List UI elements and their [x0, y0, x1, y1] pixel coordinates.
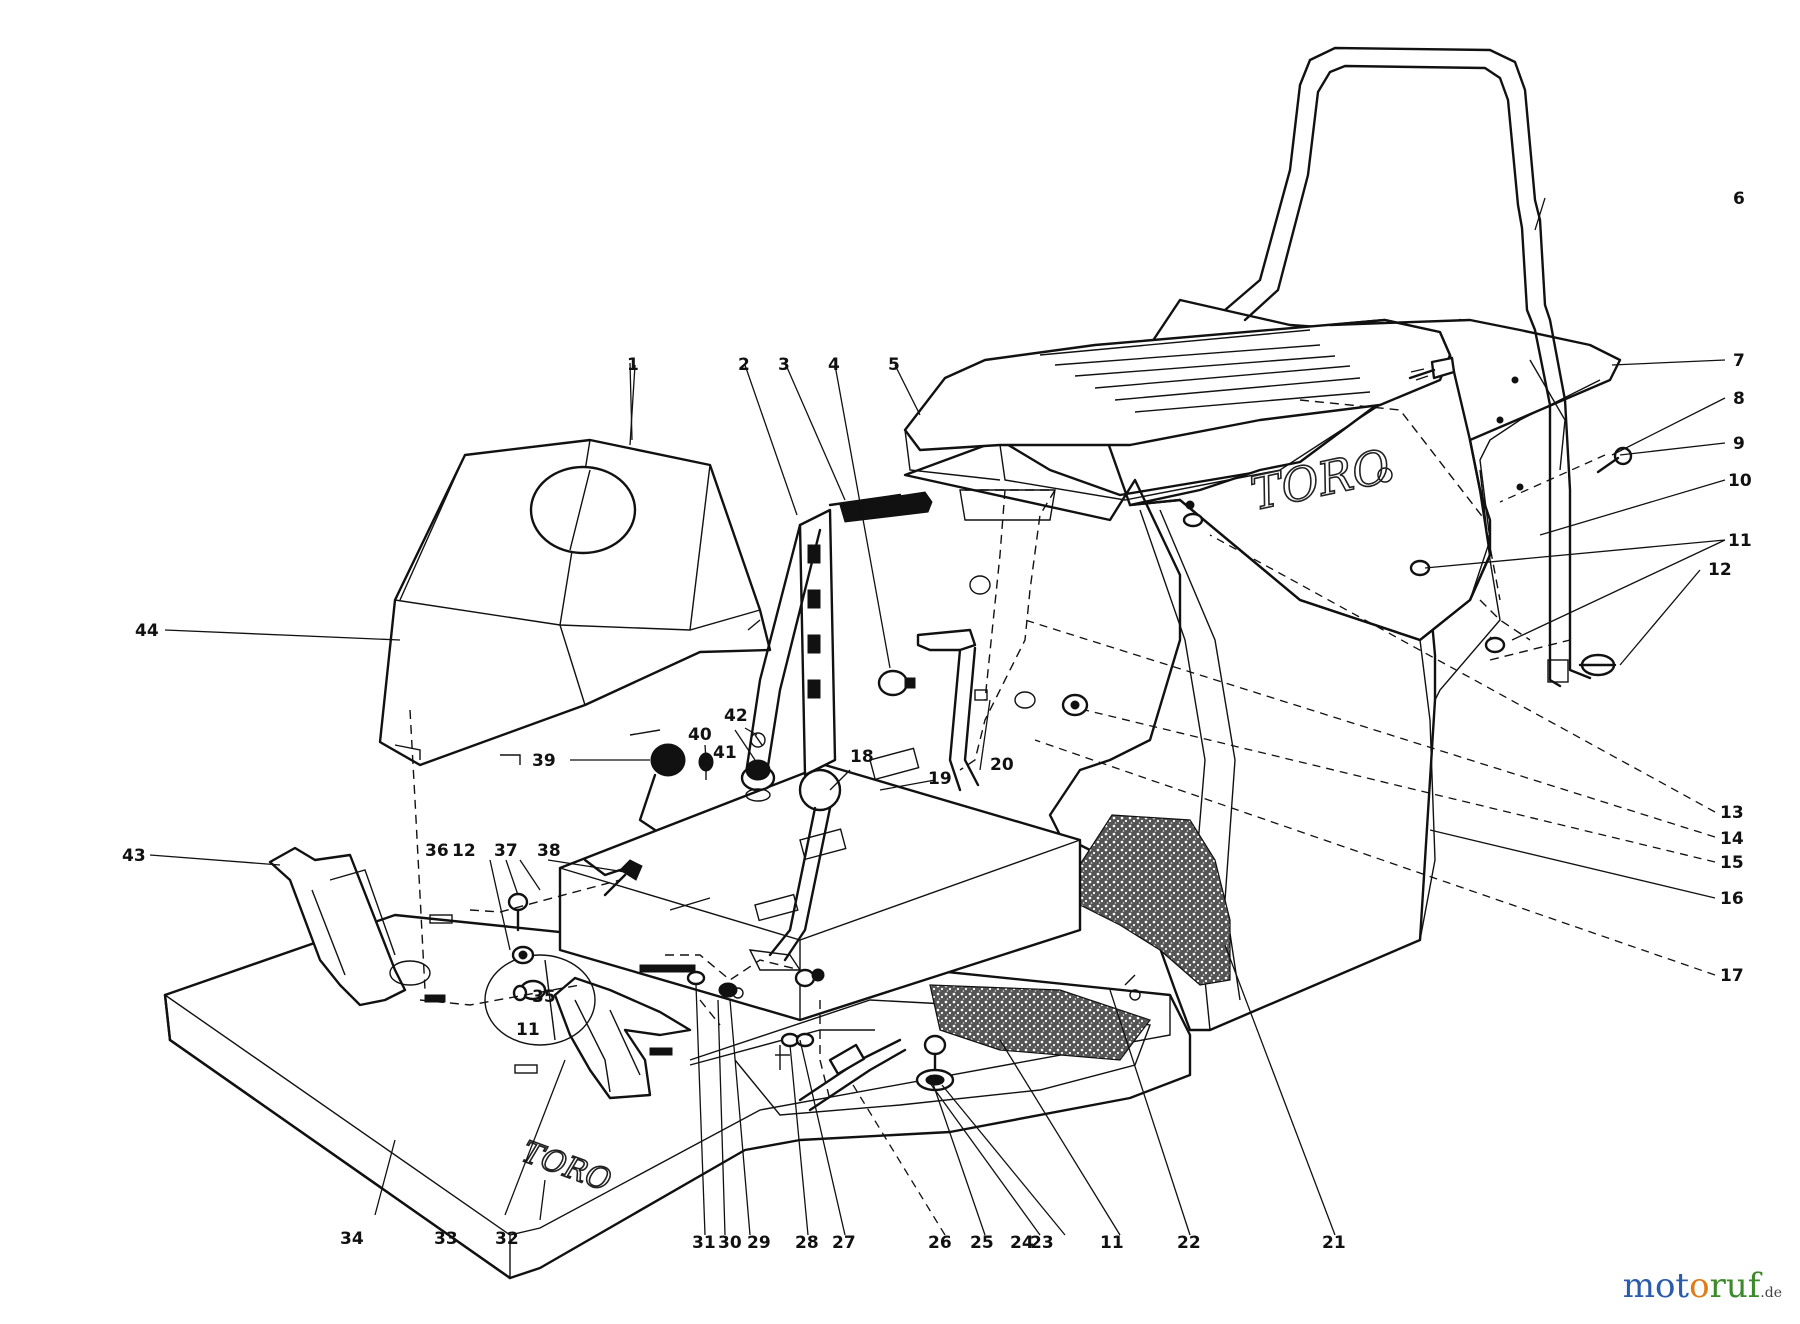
- label-38: 38: [537, 841, 561, 861]
- right-hardware: [1182, 356, 1633, 677]
- label-3: 3: [778, 355, 790, 375]
- label-25: 25: [970, 1233, 994, 1253]
- label-18: 18: [850, 747, 874, 767]
- label-2: 2: [738, 355, 750, 375]
- switch-37: [583, 858, 622, 877]
- label-9: 9: [1733, 434, 1745, 454]
- brake-dashed: [959, 489, 1089, 771]
- shift-bracket: [743, 491, 933, 787]
- label-15: 15: [1720, 853, 1744, 873]
- label-11-front: 11: [516, 1020, 540, 1040]
- label-5: 5: [888, 355, 900, 375]
- label-41: 41: [713, 743, 737, 763]
- label-36: 36: [425, 841, 449, 861]
- floor-hole: [1129, 989, 1141, 1001]
- label-11-bottom: 11: [1100, 1233, 1124, 1253]
- label-21: 21: [1322, 1233, 1346, 1253]
- roll-bar: [1223, 46, 1592, 688]
- label-6: 6: [1733, 189, 1745, 209]
- label-23: 23: [1030, 1233, 1054, 1253]
- label-30: 30: [718, 1233, 742, 1253]
- label-17: 17: [1720, 966, 1744, 986]
- ignition-switch: [740, 732, 776, 802]
- hood-top: [903, 318, 1622, 941]
- label-26: 26: [928, 1233, 952, 1253]
- footrest-pan: [163, 913, 1192, 1280]
- fuel-tank-cover: [378, 438, 772, 767]
- brake-handle: [877, 628, 988, 792]
- label-8: 8: [1733, 389, 1745, 409]
- label-28: 28: [795, 1233, 819, 1253]
- seat-dashed-guides: [1299, 399, 1571, 661]
- fan-divider: [544, 959, 556, 1041]
- label-7: 7: [1733, 351, 1745, 371]
- watermark-part1: mot: [1622, 1266, 1690, 1306]
- watermark-part2: o: [1689, 1266, 1710, 1306]
- label-33: 33: [434, 1229, 458, 1249]
- label-16: 16: [1720, 889, 1744, 909]
- label-13: 13: [1720, 803, 1744, 823]
- label-12-right: 12: [1708, 560, 1732, 580]
- label-11-right: 11: [1728, 531, 1752, 551]
- bolt-36: [507, 892, 529, 932]
- leader-lines: [149, 197, 1726, 1236]
- console-dashed-guides: [409, 709, 831, 1101]
- throttle-knob: [638, 743, 686, 832]
- label-19: 19: [928, 769, 952, 789]
- label-44: 44: [135, 621, 159, 641]
- rear-body: [903, 298, 1562, 1032]
- watermark-part4: .de: [1760, 1285, 1782, 1301]
- choke-knob-38: [603, 859, 643, 897]
- fan-opening: [484, 954, 596, 1046]
- label-24: 24: [1010, 1233, 1034, 1253]
- pedal-33: [553, 976, 692, 1100]
- label-31: 31: [692, 1233, 716, 1253]
- label-12-front: 12: [452, 841, 476, 861]
- nut-11-lower: [512, 984, 528, 1002]
- label-40: 40: [688, 725, 712, 745]
- watermark-part3: ruf: [1709, 1266, 1761, 1306]
- label-34: 34: [340, 1229, 364, 1249]
- part-labels: 1 2 3 4 5 6 7 8 9 10 11 12 13 14 15 16 1…: [122, 189, 1752, 1253]
- label-35: 35: [532, 987, 556, 1007]
- label-42: 42: [724, 706, 748, 726]
- label-22: 22: [1177, 1233, 1201, 1253]
- floor-marker: [1124, 974, 1136, 986]
- pedal-43: [268, 846, 431, 1007]
- lower-hardware: [686, 968, 955, 1112]
- label-14: 14: [1720, 829, 1744, 849]
- label-27: 27: [832, 1233, 856, 1253]
- label-10: 10: [1728, 471, 1752, 491]
- label-32: 32: [495, 1229, 519, 1249]
- label-1: 1: [627, 355, 639, 375]
- console-box: [424, 747, 1082, 1074]
- label-29: 29: [747, 1233, 771, 1253]
- label-37: 37: [494, 841, 518, 861]
- motoruf-watermark: motoruf.de: [1623, 1266, 1782, 1306]
- label-20: 20: [990, 755, 1014, 775]
- nut-11-front: [511, 945, 535, 965]
- label-43: 43: [122, 846, 146, 866]
- label-39: 39: [532, 751, 556, 771]
- label-4: 4: [828, 355, 840, 375]
- shift-lever: [748, 768, 842, 971]
